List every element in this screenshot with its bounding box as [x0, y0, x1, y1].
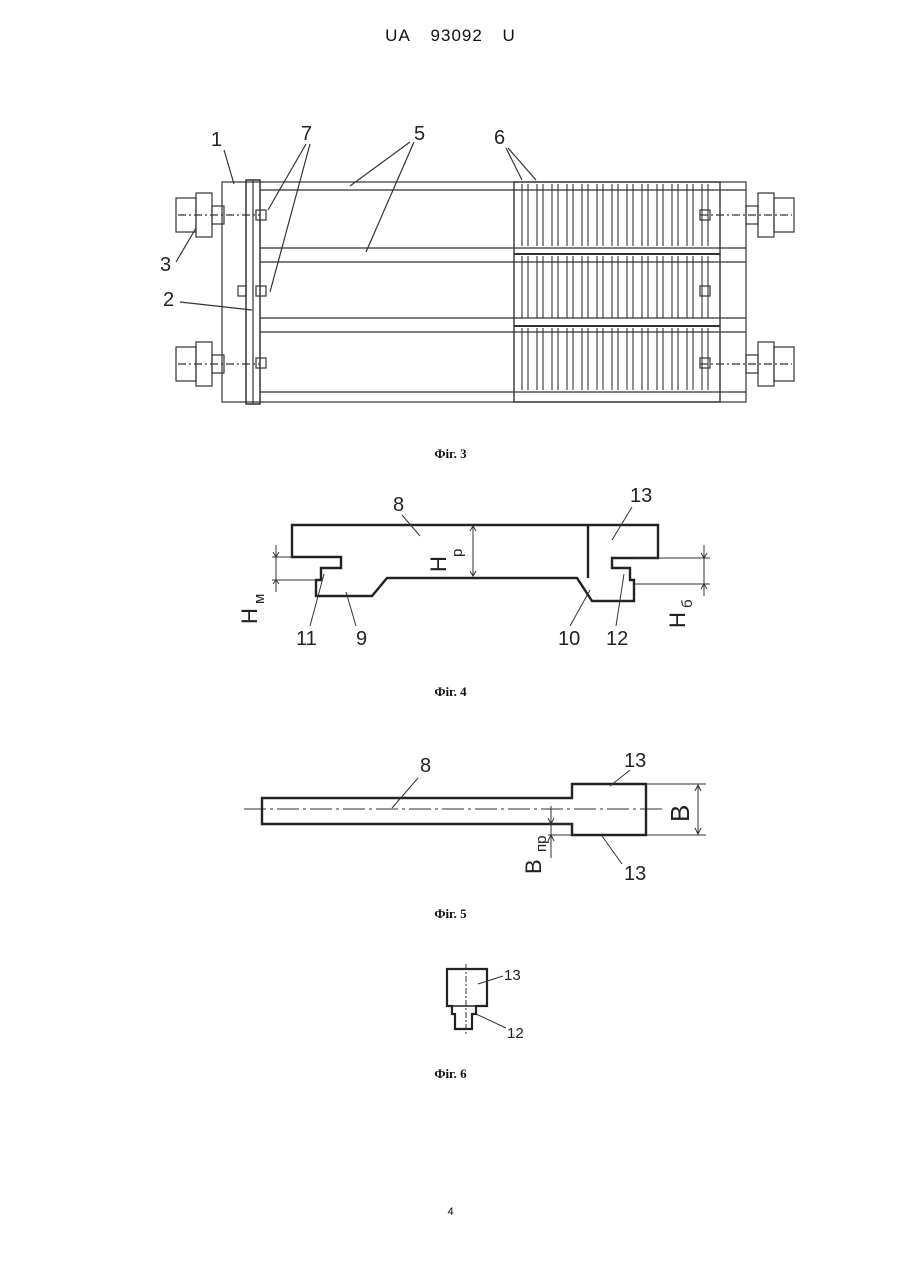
fig3-label-6: 6 [494, 127, 505, 149]
page-number: 4 [0, 1206, 901, 1218]
fig4-label-10: 10 [558, 628, 580, 650]
fig6-caption: Фіг. 6 [0, 1066, 901, 1082]
fig4-label-hm: H [237, 608, 262, 624]
fig6-label-13: 13 [504, 967, 521, 984]
fig3-label-2: 2 [163, 289, 174, 311]
fig3-label-5: 5 [414, 123, 425, 145]
fig4-caption: Фіг. 4 [0, 684, 901, 700]
fig4-label-hm-sub: м [251, 594, 268, 604]
fig4-label-hr-sub: р [449, 549, 466, 557]
fig5-label-8: 8 [420, 755, 431, 777]
fig3-drawing [176, 142, 794, 404]
fig4-label-13: 13 [630, 485, 652, 507]
fig3-label-7: 7 [301, 123, 312, 145]
fig5-label-b: B [665, 805, 695, 822]
fig5-label-13-top: 13 [624, 750, 646, 772]
fig3-caption: Фіг. 3 [0, 446, 901, 462]
fig4-label-hr: H [426, 556, 451, 572]
fig4-label-9: 9 [356, 628, 367, 650]
fig6-label-12: 12 [507, 1025, 524, 1042]
fig4-label-11: 11 [296, 628, 317, 650]
fig4-label-hb-sub: б [679, 599, 696, 608]
fig5-label-13-bottom: 13 [624, 863, 646, 885]
fig5-label-bpr-sub: пр [533, 836, 550, 852]
fig6-drawing [447, 969, 487, 1029]
fig5-caption: Фіг. 5 [0, 906, 901, 922]
fig3-label-3: 3 [160, 254, 171, 276]
fig5-label-bpr: B [521, 859, 546, 874]
fig4-label-12: 12 [606, 628, 628, 650]
fig4-drawing [292, 525, 658, 601]
fig3-label-1: 1 [211, 129, 222, 151]
fig4-label-8: 8 [393, 494, 404, 516]
fig4-label-hb: H [665, 612, 690, 628]
